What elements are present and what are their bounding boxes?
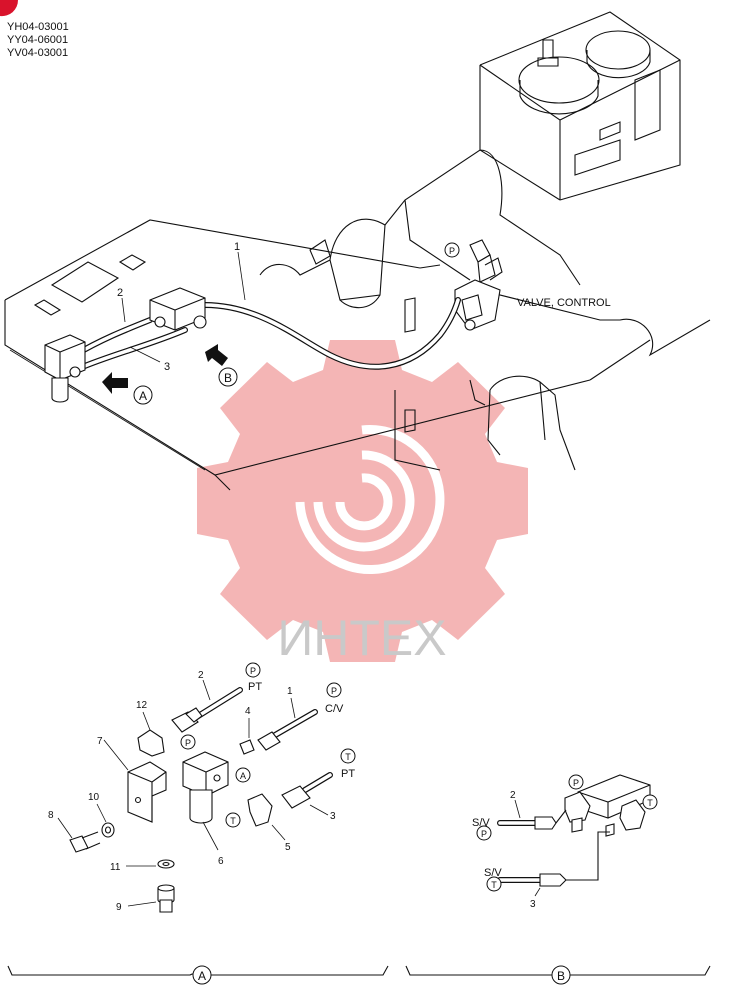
detail-a-part-10: 10 — [88, 792, 100, 803]
control-valve — [454, 239, 503, 331]
detail-a-pt-2: PT — [341, 768, 355, 780]
detail-b-part-2: 2 — [510, 790, 516, 801]
detail-b: P T 2 S/V P 3 S/V T B — [405, 774, 711, 985]
detail-a-port-p-2: P — [331, 686, 337, 696]
detail-a-part-9: 9 — [116, 902, 122, 913]
model-code-1: YH04-03001 — [7, 21, 69, 33]
detail-a-part-4: 4 — [245, 706, 251, 717]
detail-a-part-3: 3 — [330, 811, 336, 822]
valve-control-label: VALVE, CONTROL — [517, 297, 611, 309]
detail-a-part-7: 7 — [97, 736, 103, 747]
detail-b-caption: B — [557, 969, 565, 983]
detail-a: P PT 2 P C/V 1 4 T PT 3 5 T — [7, 662, 389, 985]
detail-a-part-11: 11 — [110, 862, 121, 873]
view-b-label: B — [224, 371, 232, 385]
watermark-logo — [197, 340, 528, 662]
main-part-2: 2 — [117, 287, 123, 299]
corner-marker — [0, 0, 19, 17]
detail-a-port-p-3: P — [185, 738, 191, 748]
detail-a-part-1: 1 — [287, 686, 293, 697]
detail-a-port-a: A — [240, 771, 246, 781]
detail-b-part-3: 3 — [530, 899, 536, 910]
machine-frame — [4, 11, 711, 491]
detail-b-port-t-1: T — [647, 798, 653, 808]
arrow-b — [205, 344, 228, 366]
detail-b-port-p-1: P — [573, 778, 579, 788]
detail-a-part-5: 5 — [285, 842, 291, 853]
detail-b-port-t-2: T — [491, 880, 497, 890]
main-port-p: P — [449, 246, 455, 256]
solenoid-valve — [149, 287, 207, 331]
detail-b-sv-2: S/V — [484, 867, 502, 879]
hose-1 — [202, 297, 461, 370]
detail-a-port-p-1: P — [250, 666, 256, 676]
detail-a-caption: A — [198, 969, 206, 983]
arrow-a — [102, 372, 128, 394]
selector-valve — [44, 334, 86, 403]
detail-a-port-t-2: T — [230, 816, 236, 826]
detail-a-cv: C/V — [325, 703, 344, 715]
detail-a-part-8: 8 — [48, 810, 54, 821]
model-code-2: YY04-06001 — [7, 34, 68, 46]
watermark-rings — [295, 425, 445, 575]
detail-a-port-t-1: T — [345, 752, 351, 762]
main-part-3: 3 — [164, 361, 170, 373]
watermark-text: ИНТЕХ — [277, 610, 446, 666]
model-code-3: YV04-03001 — [7, 47, 68, 59]
view-a-label: A — [139, 389, 147, 403]
hose-3 — [77, 327, 188, 371]
main-part-1: 1 — [234, 241, 240, 253]
detail-a-part-2: 2 — [198, 670, 204, 681]
detail-a-part-12: 12 — [136, 700, 148, 711]
detail-a-part-6: 6 — [218, 856, 224, 867]
detail-a-pt-1: PT — [248, 681, 262, 693]
detail-b-port-p-2: P — [481, 829, 487, 839]
